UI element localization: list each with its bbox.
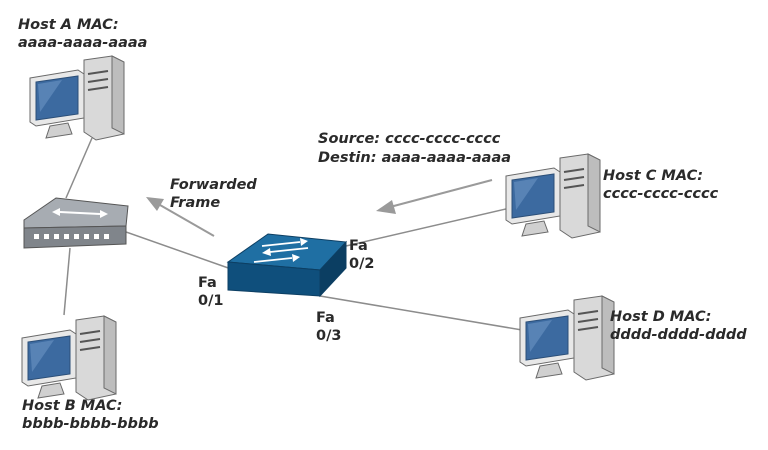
host-c-title: Host C MAC: (603, 168, 703, 184)
frame-source: Source: cccc-cccc-cccc (318, 131, 501, 147)
port-fa02-line2: 0/2 (349, 256, 374, 272)
host-b-mac: bbbb-bbbb-bbbb (22, 416, 159, 432)
host-c-mac: cccc-cccc-cccc (603, 186, 719, 202)
link-switch-hostC (345, 207, 511, 247)
link-hub-hostB (63, 247, 71, 316)
port-fa03-line1: Fa (316, 310, 335, 326)
link-switch-hostD (319, 295, 523, 331)
forwarded-label-line1: Forwarded (170, 177, 257, 193)
hub-icon[interactable] (23, 197, 129, 249)
port-fa01-line2: 0/1 (198, 293, 223, 309)
port-fa01-line1: Fa (198, 275, 217, 291)
host-d-computer-icon[interactable] (519, 295, 615, 381)
host-d-mac: dddd-dddd-dddd (610, 327, 747, 343)
port-fa02-line1: Fa (349, 238, 368, 254)
host-d-title: Host D MAC: (610, 309, 711, 325)
host-a-computer-icon[interactable] (29, 55, 125, 141)
link-hub-switch (125, 231, 235, 271)
host-c-computer-icon[interactable] (505, 153, 601, 239)
frame-destination: Destin: aaaa-aaaa-aaaa (318, 150, 511, 166)
host-b-title: Host B MAC: (22, 398, 122, 414)
forwarded-frame-arrow (146, 197, 215, 237)
host-a-title: Host A MAC: (18, 17, 119, 33)
port-fa03-line2: 0/3 (316, 328, 341, 344)
forwarded-label-line2: Frame (170, 195, 220, 211)
host-b-computer-icon[interactable] (21, 315, 117, 401)
switch-icon[interactable] (226, 233, 348, 298)
host-a-mac: aaaa-aaaa-aaaa (18, 35, 147, 51)
incoming-frame-arrow (376, 179, 493, 214)
link-hostA-hub (65, 137, 93, 199)
